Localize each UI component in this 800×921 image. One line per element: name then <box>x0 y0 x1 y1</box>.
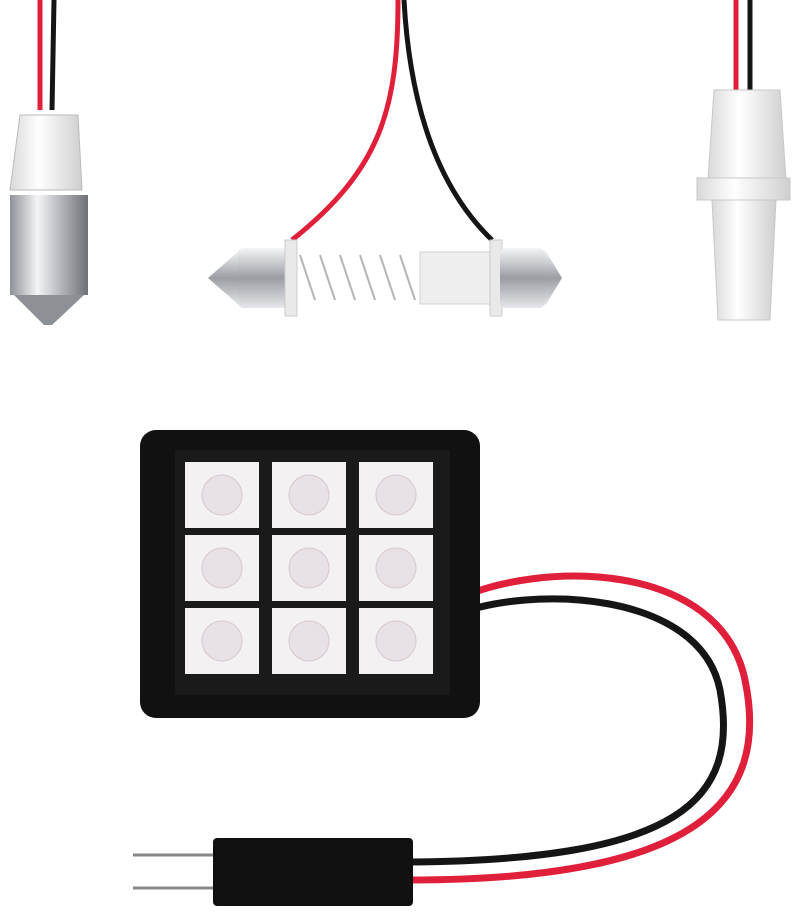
red-wire <box>409 572 754 884</box>
led-lens <box>288 620 330 662</box>
led-lens <box>375 474 417 516</box>
festoon-bulb <box>208 0 562 317</box>
led-lens <box>288 547 330 589</box>
spring <box>299 254 416 301</box>
led-lens <box>288 474 330 516</box>
bulb-base <box>10 195 88 295</box>
led-lens <box>375 547 417 589</box>
led-lens <box>201 620 243 662</box>
pin-connector <box>133 838 413 906</box>
ba9s-bulb <box>9 0 88 325</box>
led-lens <box>375 620 417 662</box>
end-cap-left <box>238 248 288 308</box>
black-wire <box>401 0 494 242</box>
led-lens <box>201 547 243 589</box>
end-cap-right <box>500 248 545 308</box>
connector-housing <box>213 838 413 906</box>
red-wire <box>290 0 401 242</box>
cable-loop <box>409 572 754 884</box>
t10-wedge-bulb <box>696 0 791 321</box>
bulb-socket <box>9 114 83 191</box>
led-panel-board <box>140 430 480 718</box>
led-lens <box>201 474 243 516</box>
end-cap-left <box>208 250 240 306</box>
black-wire <box>409 595 727 866</box>
bulb-tip <box>14 295 84 325</box>
black-wire <box>49 0 57 111</box>
spring-sleeve <box>419 251 496 305</box>
